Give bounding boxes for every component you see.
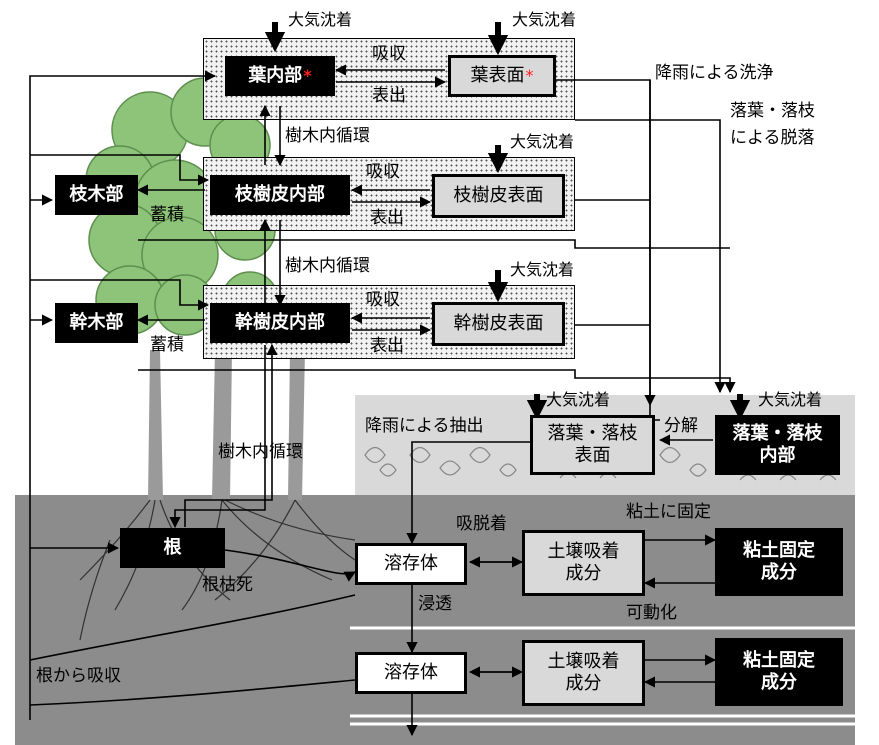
stem-surface-box: 幹樹皮表面 (432, 302, 565, 346)
stem-accumulate-label: 蓄積 (150, 335, 184, 355)
stem-inner-label: 幹樹皮内部 (235, 311, 325, 333)
sorbed-box-1: 土壌吸着成分 (522, 530, 645, 596)
sorbed-2-line2: 成分 (565, 673, 602, 694)
sorbed-2-line1: 土壌吸着 (547, 650, 620, 672)
fixed-2-line2: 成分 (761, 672, 797, 693)
leaf-surface-deposition-label: 大気沈着 (512, 10, 577, 29)
root-label: 根 (163, 536, 182, 558)
fall-label-line2: による脱落 (730, 128, 815, 148)
leaf-inner-box: 葉内部* (225, 56, 335, 96)
fixed-box-1: 粘土固定成分 (715, 528, 843, 596)
litter-inner-box: 落葉・落枝内部 (715, 415, 840, 475)
fixed-1-line2: 成分 (761, 562, 797, 583)
decompose-label: 分解 (664, 416, 698, 436)
solute-box-1: 溶存体 (355, 543, 467, 585)
litter-surface-line1: 落葉・落枝 (547, 422, 638, 444)
fixed-box-2: 粘土固定成分 (715, 638, 843, 706)
stem-inner-box: 幹樹皮内部 (210, 303, 350, 343)
litter-surface-line2: 表面 (574, 445, 611, 466)
litter-inner-line2: 内部 (759, 445, 796, 466)
sorbed-1-line2: 成分 (565, 563, 602, 584)
fixed-1-line1: 粘土固定 (743, 539, 815, 561)
branch-wood-label: 枝木部 (69, 183, 124, 205)
branch-absorb-label: 吸収 (366, 162, 400, 182)
root-death-label: 根枯死 (202, 575, 253, 595)
solute-label-1: 溶存体 (384, 552, 438, 574)
circulation-label-3: 樹木内循環 (218, 442, 303, 462)
branch-wood-box: 枝木部 (55, 175, 138, 215)
leaf-absorb-label: 吸収 (372, 44, 406, 64)
clay-fix-label: 粘土に固定 (626, 502, 711, 522)
adsorb-desorb-label: 吸脱着 (456, 514, 507, 534)
fixed-2-line1: 粘土固定 (743, 649, 815, 671)
branch-surface-box: 枝樹皮表面 (432, 174, 565, 218)
branch-exude-label: 表出 (370, 208, 404, 228)
rain-extract-label: 降雨による抽出 (365, 416, 484, 436)
stem-deposition-label: 大気沈着 (510, 260, 575, 279)
leaf-surface-asterisk: * (525, 66, 534, 85)
branch-inner-box: 枝樹皮内部 (210, 175, 350, 215)
litter-inner-line1: 落葉・落枝 (732, 422, 823, 444)
leaf-inner-asterisk: * (303, 66, 312, 85)
solute-box-2: 溶存体 (355, 652, 467, 694)
fall-label-line1: 落葉・落枝 (730, 101, 815, 121)
branch-inner-label: 枝樹皮内部 (235, 183, 325, 205)
root-uptake-label: 根から吸収 (36, 666, 121, 686)
stem-exude-label: 表出 (370, 336, 404, 356)
sorbed-1-line1: 土壌吸着 (547, 540, 620, 562)
leaf-surface-box: 葉表面* (448, 55, 556, 97)
branch-deposition-label: 大気沈着 (510, 132, 575, 151)
leaf-surface-label: 葉表面 (470, 64, 525, 86)
circulation-label-1: 樹木内循環 (285, 126, 370, 146)
root-box: 根 (120, 528, 225, 568)
tree-roots (79, 499, 356, 641)
solute-label-2: 溶存体 (384, 661, 438, 683)
rain-wash-label: 降雨による洗浄 (655, 63, 774, 83)
circulation-label-2: 樹木内循環 (285, 256, 370, 276)
tree-trunks (148, 350, 305, 500)
stem-wood-box: 幹木部 (55, 303, 138, 343)
litter-inner-deposition-label: 大気沈着 (758, 390, 823, 409)
mobilize-label: 可動化 (626, 603, 677, 623)
branch-accumulate-label: 蓄積 (150, 205, 184, 225)
leaf-inner-label: 葉内部 (248, 64, 303, 86)
stem-surface-label: 幹樹皮表面 (453, 312, 544, 334)
leaf-inner-deposition-label: 大気沈着 (288, 10, 353, 29)
percolate-label: 浸透 (418, 594, 452, 614)
branch-surface-label: 枝樹皮表面 (453, 184, 544, 206)
litter-surface-box: 落葉・落枝表面 (530, 415, 655, 475)
stem-wood-label: 幹木部 (69, 311, 124, 333)
leaf-exude-label: 表出 (372, 86, 406, 106)
litter-surface-deposition-label: 大気沈着 (546, 390, 611, 409)
sorbed-box-2: 土壌吸着成分 (522, 640, 645, 706)
stem-absorb-label: 吸収 (366, 290, 400, 310)
